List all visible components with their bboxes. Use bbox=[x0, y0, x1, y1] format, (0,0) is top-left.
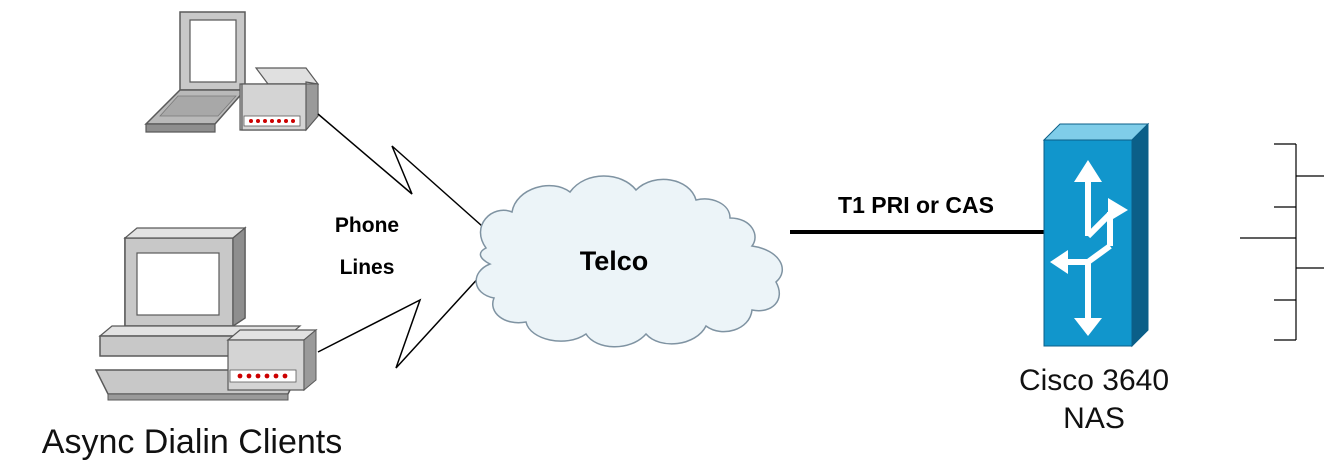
router-label-line1: Cisco 3640 bbox=[1019, 364, 1169, 397]
modem-icon bbox=[239, 67, 320, 132]
link-label: T1 PRI or CAS bbox=[838, 192, 994, 218]
laptop-icon bbox=[144, 11, 247, 133]
desktop-computer-icon bbox=[94, 226, 302, 401]
phone-lines-label-line2: Lines bbox=[340, 256, 395, 279]
phone-line-upper bbox=[317, 113, 483, 227]
router-icon bbox=[1042, 122, 1150, 348]
phone-line-lower bbox=[317, 273, 483, 369]
lan-bus-icon bbox=[1240, 143, 1324, 341]
clients-label: Async Dialin Clients bbox=[42, 423, 342, 461]
cloud-label: Telco bbox=[580, 246, 649, 276]
router-label-line2: NAS bbox=[1063, 402, 1125, 435]
phone-lines-label-line1: Phone bbox=[335, 214, 399, 237]
cloud-icon bbox=[475, 175, 783, 348]
modem-icon bbox=[226, 328, 318, 392]
